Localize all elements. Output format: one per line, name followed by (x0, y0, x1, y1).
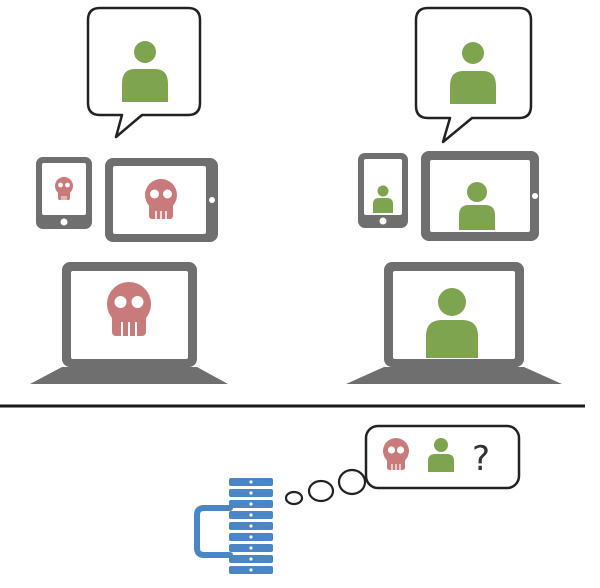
left-phone (36, 157, 92, 229)
thought-bubble: ? (364, 424, 521, 490)
left-group (30, 6, 228, 384)
left-laptop (30, 262, 228, 384)
left-tablet (105, 158, 218, 242)
right-group (346, 6, 562, 384)
question-mark: ? (472, 439, 490, 479)
server-icon (194, 478, 273, 574)
thought-dots (284, 468, 367, 506)
person-icon (428, 438, 454, 472)
person-icon (459, 182, 495, 230)
person-icon (426, 288, 478, 358)
skull-icon (383, 438, 409, 471)
person-icon (373, 185, 393, 213)
person-icon (450, 42, 496, 104)
person-icon (122, 41, 168, 102)
skull-icon (107, 282, 151, 336)
right-phone (358, 153, 408, 228)
skull-icon (55, 177, 73, 201)
right-tablet (421, 151, 539, 241)
skull-icon (145, 179, 177, 220)
right-laptop (346, 262, 562, 384)
